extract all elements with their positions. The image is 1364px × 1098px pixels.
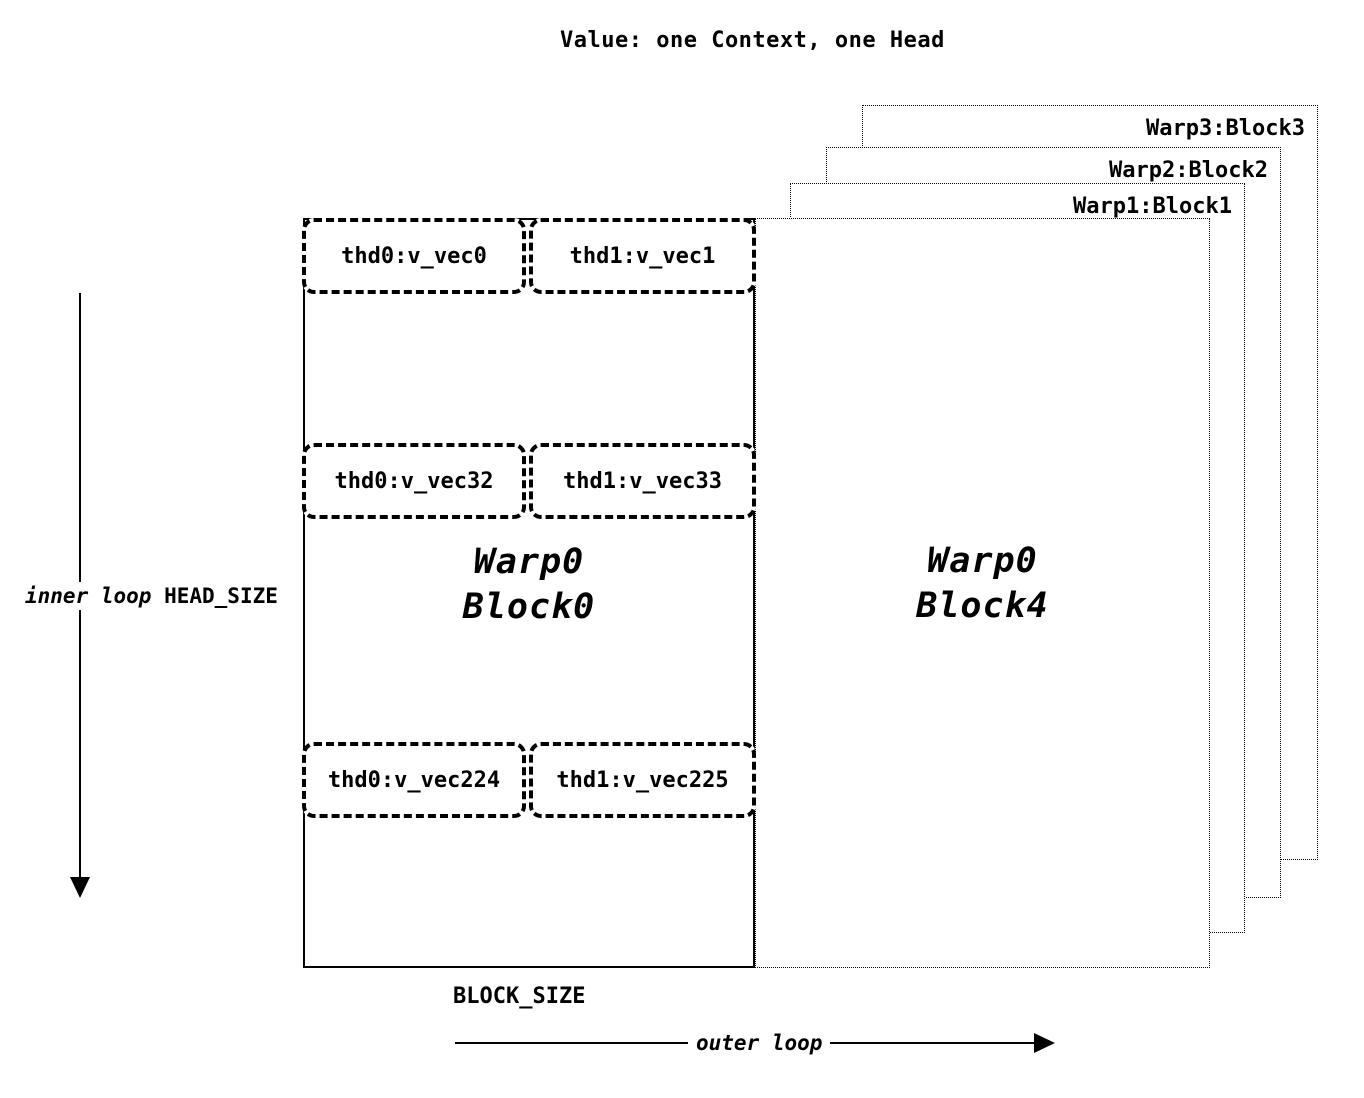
inner-loop-arrowhead-icon [70, 877, 90, 898]
head-size-label: HEAD_SIZE [164, 584, 278, 608]
block-warp3-label: Warp3:Block3 [1146, 116, 1305, 141]
block-warp0-block4: Warp0 Block4 [755, 218, 1210, 968]
block0-label: Warp0 Block0 [463, 540, 595, 630]
block4-label: Warp0 Block4 [916, 539, 1048, 629]
block-warp0-block0: Warp0 Block0 [303, 218, 755, 968]
block4-label-warp: Warp0 [927, 541, 1038, 581]
block0-label-warp: Warp0 [473, 542, 585, 582]
inner-loop-head-size-label: inner loop HEAD_SIZE [22, 582, 281, 610]
vec-cell: thd0:v_vec224 [302, 742, 526, 818]
vec-cell: thd1:v_vec225 [529, 742, 756, 818]
diagram-title: Value: one Context, one Head [560, 28, 945, 53]
vec-cell: thd1:v_vec33 [529, 443, 756, 519]
block-size-label: BLOCK_SIZE [453, 984, 586, 1009]
vec-cell: thd0:v_vec32 [302, 443, 526, 519]
inner-loop-label: inner loop [25, 584, 152, 608]
block-warp2-label: Warp2:Block2 [1109, 158, 1268, 183]
block-warp1-label: Warp1:Block1 [1073, 194, 1232, 219]
block4-label-block: Block4 [916, 586, 1049, 626]
block0-label-block: Block0 [462, 587, 596, 627]
vec-cell: thd1:v_vec1 [529, 218, 756, 294]
outer-loop-arrowhead-icon [1034, 1033, 1055, 1053]
outer-loop-label: outer loop [688, 1030, 831, 1056]
vec-cell: thd0:v_vec0 [302, 218, 526, 294]
